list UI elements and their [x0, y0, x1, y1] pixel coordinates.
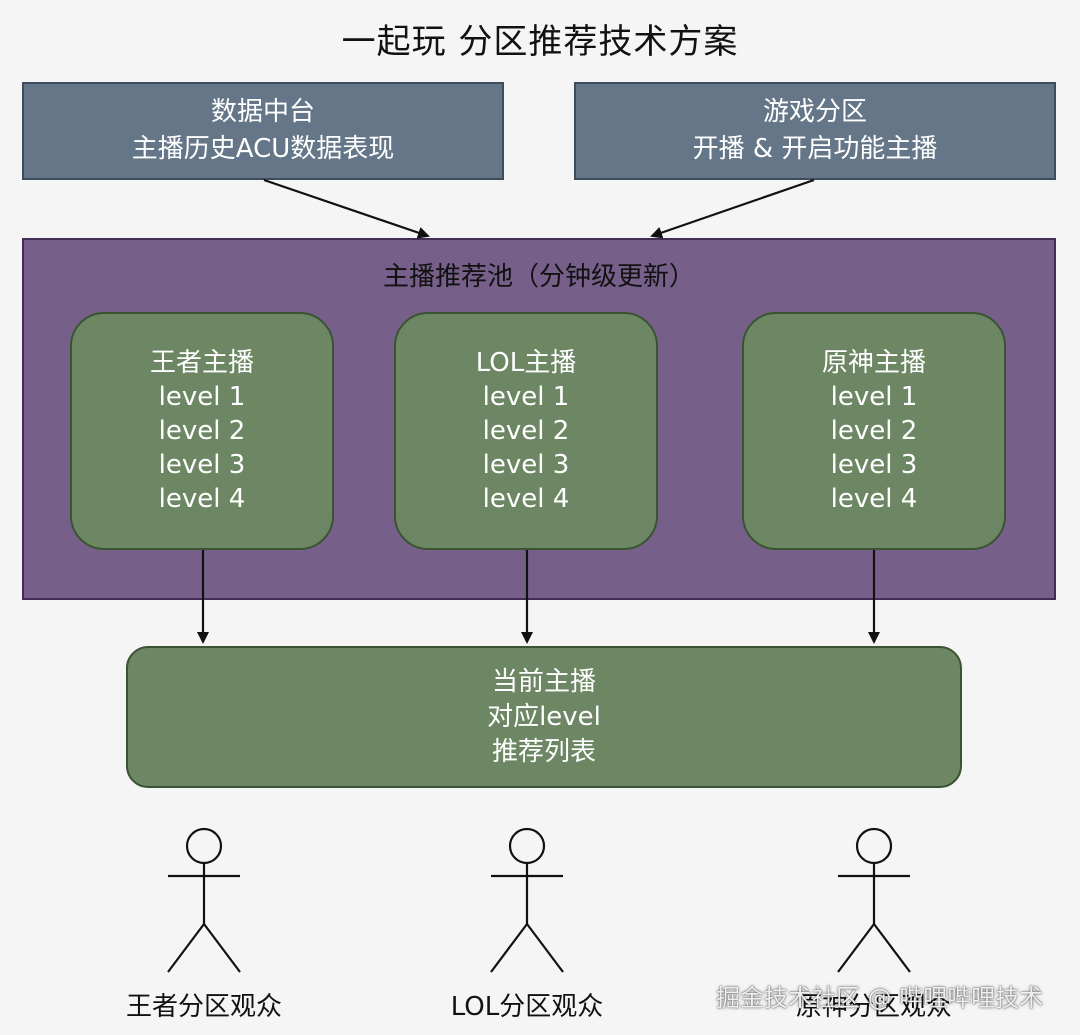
audience-label-lol: LOL分区观众 [450, 992, 604, 1022]
group-level: level 1 [158, 382, 246, 412]
audience-actor-icon [837, 827, 911, 973]
watermark: 掘金技术社区 @ 哔哩哔哩技术 [716, 984, 1044, 1012]
genshin-group: 原神主播 level 1 level 2 level 3 level 4 [742, 312, 1006, 550]
group-name: 原神主播 [821, 348, 926, 378]
group-level: level 3 [158, 450, 246, 480]
group-name: 王者主播 [149, 348, 254, 378]
game-zone-desc: 开播 & 开启功能主播 [692, 134, 938, 164]
honor-of-kings-group: 王者主播 level 1 level 2 level 3 level 4 [70, 312, 334, 550]
audience-label-honor-of-kings: 王者分区观众 [125, 992, 282, 1022]
group-level: level 1 [830, 382, 918, 412]
audience-actor-icon [167, 827, 241, 973]
group-level: level 4 [158, 484, 246, 514]
result-line: 对应level [487, 701, 601, 732]
group-name: LOL主播 [475, 348, 577, 378]
group-level: level 2 [830, 416, 918, 446]
data-platform-desc: 主播历史ACU数据表现 [131, 134, 395, 164]
audience-label-genshin: 原神分区观众 [795, 992, 952, 1022]
audience-actor-icon [490, 827, 564, 973]
diagram-title: 一起玩 分区推荐技术方案 [341, 22, 739, 62]
group-level: level 4 [482, 484, 570, 514]
result-line: 推荐列表 [491, 736, 596, 767]
group-level: level 3 [482, 450, 570, 480]
streamer-pool-title: 主播推荐池（分钟级更新） [382, 262, 695, 292]
result-line: 当前主播 [491, 666, 596, 697]
recommendation-list-box: 当前主播 对应level 推荐列表 [126, 646, 962, 788]
arrow-zone-to-pool [650, 178, 815, 239]
group-level: level 2 [482, 416, 570, 446]
arrow-data-to-pool [263, 178, 430, 239]
data-platform-box: 数据中台 主播历史ACU数据表现 [22, 82, 504, 180]
group-level: level 2 [158, 416, 246, 446]
game-zone-title: 游戏分区 [762, 97, 867, 127]
group-level: level 4 [830, 484, 918, 514]
lol-group: LOL主播 level 1 level 2 level 3 level 4 [394, 312, 658, 550]
data-platform-title: 数据中台 [210, 97, 315, 127]
group-level: level 1 [482, 382, 570, 412]
group-level: level 3 [830, 450, 918, 480]
game-zone-box: 游戏分区 开播 & 开启功能主播 [574, 82, 1056, 180]
